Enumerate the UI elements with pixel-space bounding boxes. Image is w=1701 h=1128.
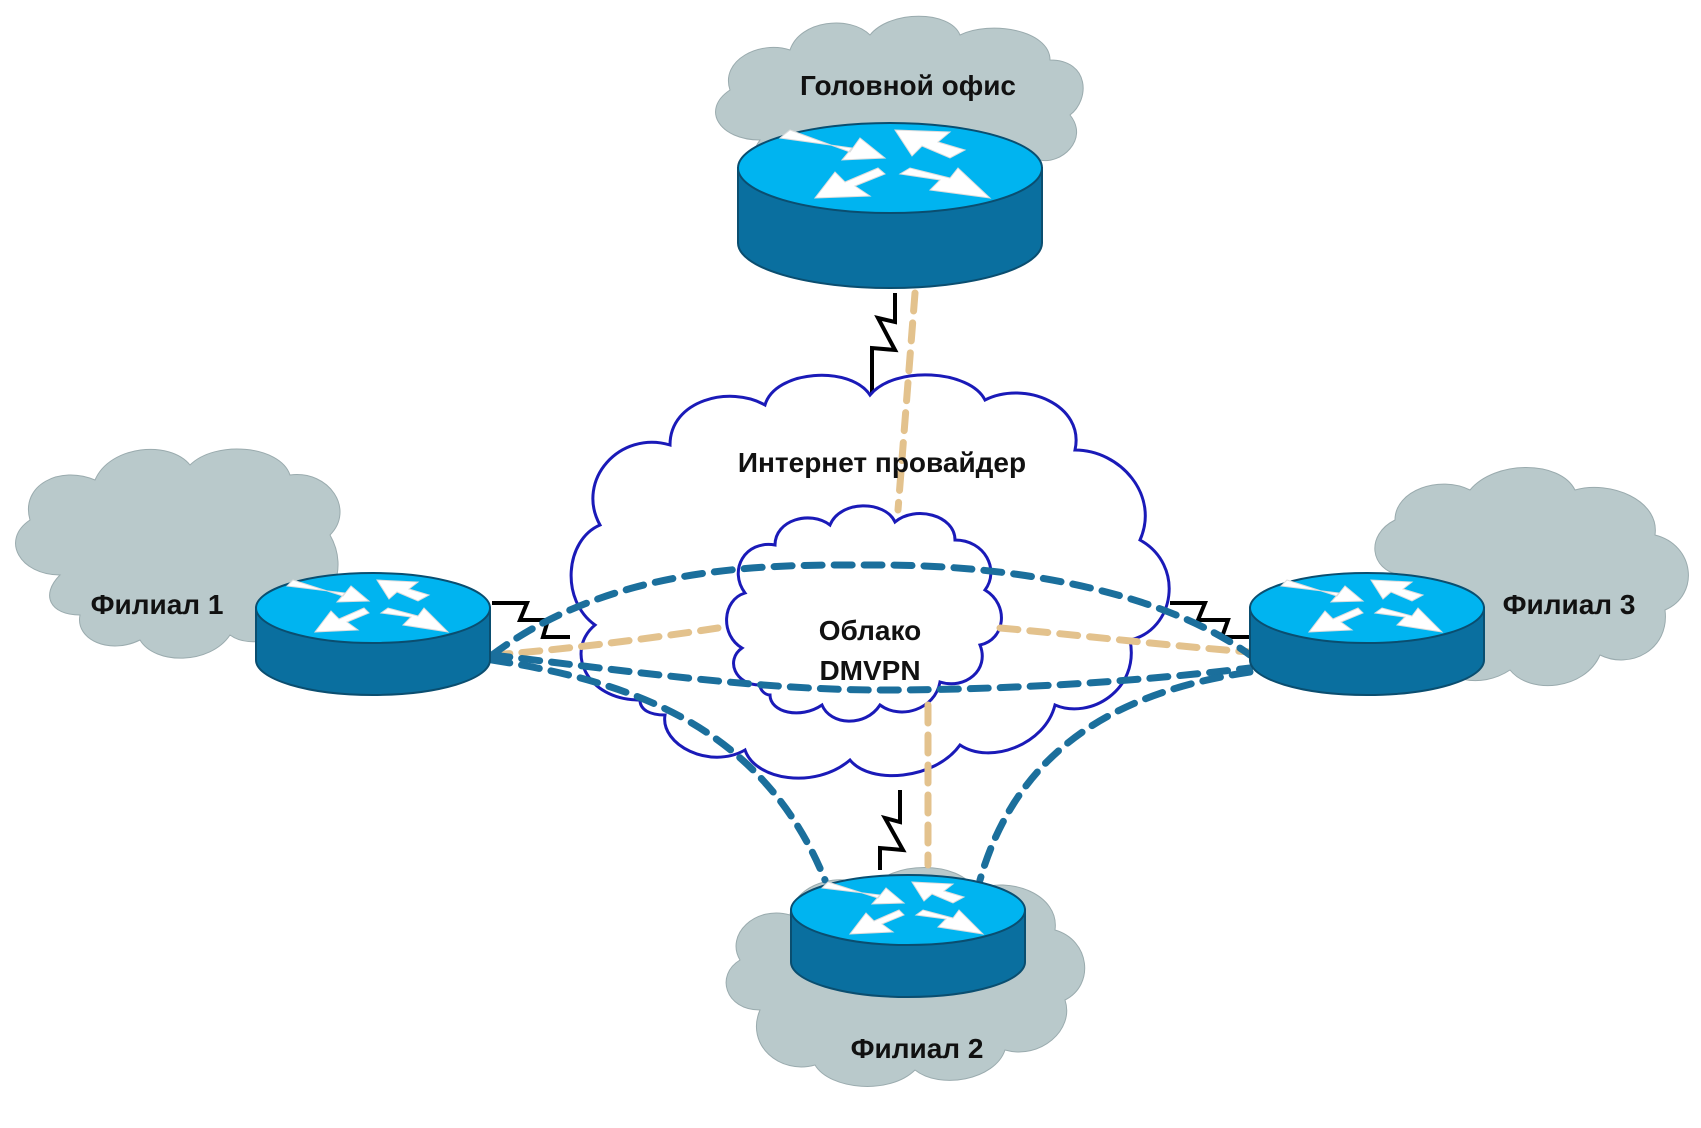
hub-tunnel-branch3	[996, 624, 1254, 656]
router-icon	[285, 579, 450, 633]
label-head-office: Головной офис	[800, 70, 1016, 101]
router-icon	[1279, 579, 1444, 633]
spoke-tunnel-1-3	[488, 561, 1254, 659]
serial-link-branch1	[492, 601, 570, 639]
spoke-tunnel-1-2	[488, 656, 829, 884]
hub-tunnel-head-office	[894, 289, 919, 514]
label-branch3: Филиал 3	[1503, 589, 1636, 620]
label-isp: Интернет провайдер	[738, 447, 1026, 478]
serial-link-head-office	[870, 293, 899, 420]
router-branch3	[1249, 572, 1485, 696]
label-branch2: Филиал 2	[851, 1033, 984, 1064]
router-icon	[820, 881, 985, 935]
spoke-tunnels	[488, 561, 1254, 884]
label-dmvpn-line2: DMVPN	[819, 655, 920, 686]
serial-link-branch3	[1170, 601, 1250, 639]
hub-tunnel-branch1	[488, 624, 722, 659]
serial-link-branch2	[878, 790, 907, 870]
spoke-tunnel-3-2	[976, 668, 1254, 884]
router-branch2	[790, 874, 1026, 998]
router-branch1	[255, 572, 491, 696]
label-dmvpn-line1: Облако	[819, 615, 921, 646]
router-icon	[778, 129, 992, 199]
label-branch1: Филиал 1	[91, 589, 224, 620]
router-head-office	[737, 122, 1043, 289]
dmvpn-cloud-icon	[725, 504, 1003, 723]
spoke-tunnel-1-3-lower	[488, 651, 1254, 694]
hub-tunnels	[488, 289, 1254, 869]
